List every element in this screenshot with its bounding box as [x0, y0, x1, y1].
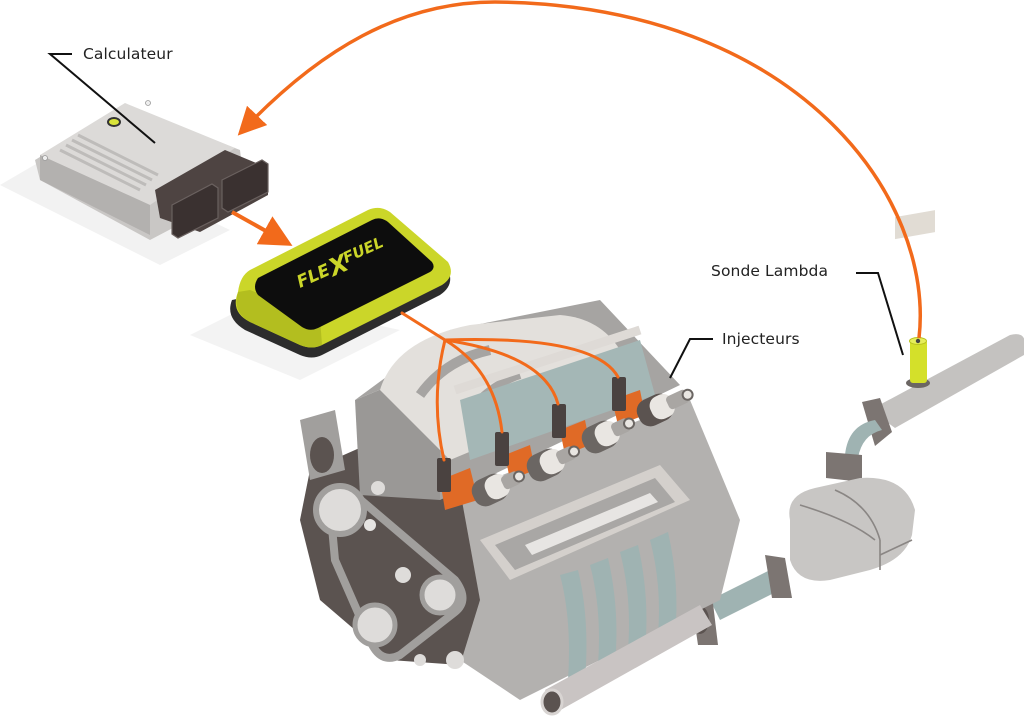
wire-2: [443, 338, 504, 434]
injector-wires: [400, 311, 620, 462]
engine[interactable]: [300, 300, 740, 716]
bolt-hole-3: [414, 654, 426, 666]
converter-seams: [799, 489, 913, 570]
ecu-connector-slot-1: [171, 183, 219, 239]
runner-4: [650, 532, 677, 635]
exhaust-bend-pipe: [845, 420, 882, 458]
lambda-sensor[interactable]: [906, 337, 930, 389]
injecteurs-leader-line: [669, 338, 713, 379]
label-sonde-lambda: Sonde Lambda: [711, 262, 829, 280]
runner-2: [590, 558, 617, 665]
pulley-bottom: [352, 602, 398, 648]
label-injecteurs: Injecteurs: [722, 330, 800, 348]
exhaust-flange-1: [862, 398, 892, 446]
water-pump-opening: [310, 437, 334, 473]
injector-2[interactable]: [523, 437, 585, 486]
sonde-leader-line: [856, 272, 904, 356]
ecu-to-device-arrow: [231, 210, 293, 246]
ecu-unit[interactable]: [35, 100, 269, 241]
intake-runners: [560, 532, 677, 680]
ecu-pin-1: [145, 100, 151, 106]
valve-cover-groove-1: [415, 345, 492, 398]
device-side-shade: [236, 290, 322, 348]
bolt-hole-1: [371, 481, 385, 495]
wire-1: [435, 338, 447, 462]
pulley-right: [419, 574, 461, 616]
ecu-fins: [59, 133, 159, 192]
wire-4: [443, 338, 620, 379]
intake-plenum-slot: [525, 493, 658, 555]
runner-1: [560, 570, 587, 680]
pulley-large-top: [313, 483, 367, 537]
injector-3[interactable]: [578, 409, 640, 458]
ecu-connector-slot-2: [221, 159, 269, 213]
injectors[interactable]: [468, 380, 698, 510]
runner-3: [620, 545, 647, 650]
exhaust-flange-2: [826, 452, 862, 482]
injector-4[interactable]: [633, 380, 698, 430]
injector-1[interactable]: [468, 462, 530, 511]
idler-pulley: [364, 519, 376, 531]
label-calculateur: Calculateur: [83, 45, 173, 63]
wire-3: [443, 338, 560, 406]
bolt-hole-2: [395, 567, 411, 583]
ecu-connector-knob: [107, 117, 121, 127]
lambda-to-ecu-arc: [237, 0, 922, 339]
ecu-side: [40, 155, 150, 235]
sensor-body: [910, 340, 927, 383]
ecu-pin-2: [42, 155, 48, 161]
manifold-pipe-opening: [540, 688, 564, 716]
exhaust-lower-teal-pipe: [710, 570, 780, 620]
device-top-panel: [255, 218, 434, 330]
bolt-hole-4: [446, 651, 464, 669]
catalytic-converter: [789, 477, 915, 581]
exhaust-upper-pipe: [870, 334, 1024, 428]
injector-plugs: [437, 377, 626, 492]
sensor-hole: [915, 338, 921, 344]
calculateur-leader-line: [47, 53, 156, 144]
exhaust-flange-3: [765, 555, 792, 598]
exhaust-manifold-pipe: [545, 605, 712, 712]
wire-main: [400, 311, 447, 342]
flexfuel-device[interactable]: FLE X FUEL: [230, 207, 451, 358]
